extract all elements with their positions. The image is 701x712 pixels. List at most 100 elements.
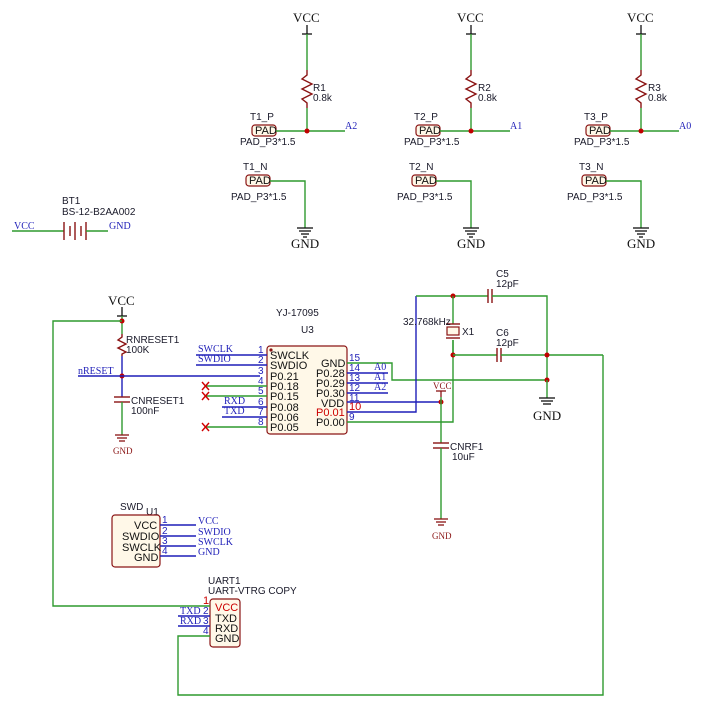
u1-body <box>111 514 161 568</box>
u3-pin14-name: P0.28 <box>316 368 345 380</box>
swd-title: SWD <box>120 502 143 513</box>
swd-header-u1: SWD U1 VCC 1 VCC SWDIO 2 SWDIO SWCLK 3 S… <box>111 502 234 568</box>
net-a2-u3: A2 <box>374 382 386 393</box>
t2p-pad-label: PAD <box>419 125 441 137</box>
uart-pin2-num: 2 <box>203 606 209 617</box>
net-label-a2-top: A2 <box>345 121 357 132</box>
u3-pin7-name: P0.06 <box>270 412 299 424</box>
battery-bt1: BT1 BS-12-B2AA002 VCC GND <box>12 196 136 240</box>
u3-pin1-name: SWCLK <box>270 350 310 362</box>
gnd-label: GND <box>457 236 485 251</box>
rnreset1-ref: RNRESET1 <box>126 335 180 346</box>
nreset-net-label: nRESET <box>78 366 114 377</box>
u1-pin1-num: 1 <box>162 515 168 526</box>
u3-ref: U3 <box>301 325 314 336</box>
net-txd-u3: TXD <box>224 406 245 417</box>
u1-pin3-name: SWCLK <box>122 542 162 554</box>
uart-pin1-name: VCC <box>215 602 238 614</box>
u1-pin3-num: 3 <box>162 536 168 547</box>
uart1-value: UART-VTRG COPY <box>208 586 297 597</box>
rnreset1-value: 100K <box>126 345 150 356</box>
t1p-pad-label: PAD <box>255 125 277 137</box>
net-rxd-u3: RXD <box>224 396 245 407</box>
net-swdio-u3: SWDIO <box>198 354 231 365</box>
r3-ref: R3 <box>648 83 661 94</box>
t3n-pad-label: PAD <box>585 175 607 187</box>
r3-value: 0.8k <box>648 93 668 104</box>
vcc-label: VCC <box>108 293 135 308</box>
u3-pin9-num: 9 <box>349 412 355 423</box>
c6-value: 12pF <box>496 338 519 349</box>
pad-group-1: VCC R1 0.8k T1_P PAD A2 PAD_P3*1.5 T1_N … <box>231 10 357 251</box>
net-label-a1-top: A1 <box>510 121 522 132</box>
vcc-label: VCC <box>293 10 320 25</box>
u3-pin4-num: 4 <box>258 376 264 387</box>
t1n-ref: T1_N <box>243 162 267 173</box>
u1-pin2-num: 2 <box>162 526 168 537</box>
net-rxd-uart: RXD <box>180 616 201 627</box>
u1-pin4-name: GND <box>134 552 159 564</box>
gnd-label: GND <box>533 408 561 423</box>
uart-pin2-name: TXD <box>215 613 237 625</box>
u3-pin13-name: P0.29 <box>316 378 345 390</box>
decoupling-cnrf1: VCC CNRF1 10uF GND <box>432 381 484 541</box>
u3-pin1-num: 1 <box>258 345 264 356</box>
net-swdio-swd: SWDIO <box>198 527 231 538</box>
r1-value: 0.8k <box>313 93 333 104</box>
bt1-ref: BT1 <box>62 196 81 207</box>
t2n-footprint: PAD_P3*1.5 <box>397 192 453 203</box>
u3-pin4-name: P0.18 <box>270 381 299 393</box>
net-label-a0-top: A0 <box>679 121 691 132</box>
uart-pin3-name: RXD <box>215 623 238 635</box>
net-gnd-swd: GND <box>198 547 220 558</box>
u1-pin1-name: VCC <box>134 520 157 532</box>
vcc-label: VCC <box>433 381 452 391</box>
u3-pin7-num: 7 <box>258 407 264 418</box>
t2p-ref: T2_P <box>414 112 438 123</box>
t2p-footprint: PAD_P3*1.5 <box>404 137 460 148</box>
cnreset1-value: 100nF <box>131 406 159 417</box>
u3-pin6-name: P0.08 <box>270 402 299 414</box>
gnd-label: GND <box>113 446 133 456</box>
vcc-label: VCC <box>457 10 484 25</box>
t1n-footprint: PAD_P3*1.5 <box>231 192 287 203</box>
cnrf1-ref: CNRF1 <box>450 442 484 453</box>
net-vcc-swd: VCC <box>198 516 219 527</box>
uart-pin4-name: GND <box>215 633 240 645</box>
c6-ref: C6 <box>496 328 509 339</box>
t3p-pad-label: PAD <box>589 125 611 137</box>
t1p-ref: T1_P <box>250 112 274 123</box>
net-a0-u3: A0 <box>374 362 386 373</box>
u3-pin3-num: 3 <box>258 366 264 377</box>
resistor-r3 <box>634 70 648 108</box>
t1n-pad-label: PAD <box>249 175 271 187</box>
u3-body <box>266 345 348 435</box>
bt1-gnd-net: GND <box>109 221 131 232</box>
reset-network: VCC RNRESET1 100K nRESET CNRESET1 100nF … <box>78 293 260 456</box>
r2-value: 0.8k <box>478 93 498 104</box>
resistor-r2 <box>464 70 478 108</box>
u3-pin10-num: 10 <box>349 401 361 413</box>
gnd-label: GND <box>627 236 655 251</box>
u3-pin14-num: 14 <box>349 363 361 374</box>
u3-pin9-name: P0.00 <box>316 417 345 429</box>
c5-value: 12pF <box>496 279 519 290</box>
u3-pin15-name: GND <box>321 358 346 370</box>
t2n-ref: T2_N <box>409 162 433 173</box>
resistor-r1 <box>300 70 314 108</box>
bt1-value: BS-12-B2AA002 <box>62 207 136 218</box>
pad-group-2: VCC R2 0.8k T2_P PAD A1 PAD_P3*1.5 T2_N … <box>397 10 522 251</box>
x1-frequency: 32.768kHz <box>403 317 451 328</box>
uart-pin1-num: 1 <box>203 595 209 607</box>
u3-pin2-num: 2 <box>258 355 264 366</box>
u3-value: YJ-17095 <box>276 308 319 319</box>
u3-pin5-num: 5 <box>258 386 264 397</box>
t3p-footprint: PAD_P3*1.5 <box>574 137 630 148</box>
u3-pin10-name: P0.01 <box>316 407 345 419</box>
u1-ref: U1 <box>146 507 159 518</box>
uart-pin4-num: 4 <box>203 626 209 637</box>
uart1-ref: UART1 <box>208 576 241 587</box>
x1-ref: X1 <box>462 327 475 338</box>
